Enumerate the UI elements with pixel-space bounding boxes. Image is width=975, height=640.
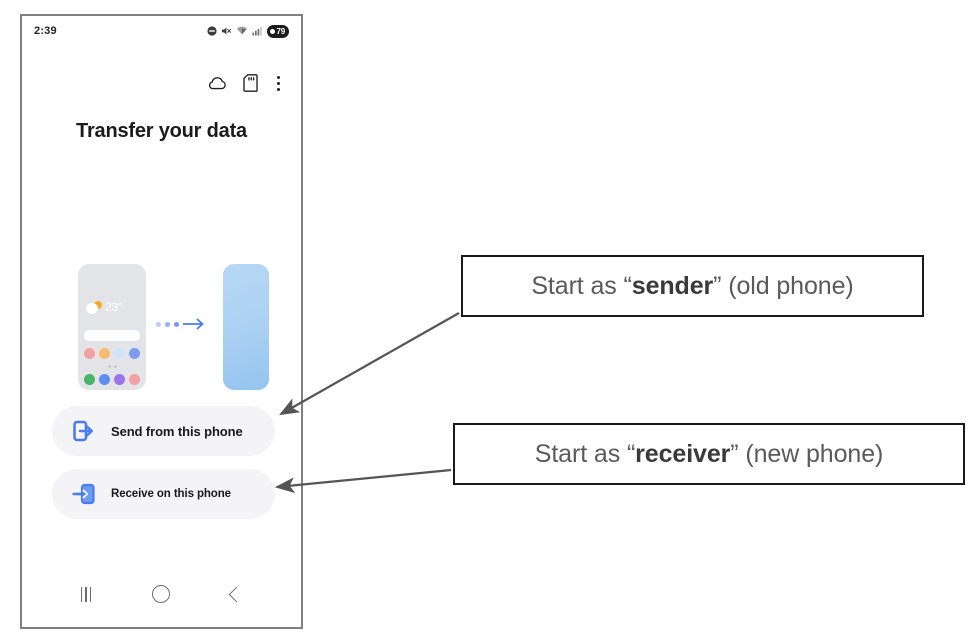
arrow-right-icon [183,318,204,330]
receive-on-this-phone-button[interactable]: Receive on this phone [52,469,275,519]
old-phone-graphic: 23° [78,264,146,390]
app-dot [99,348,110,359]
sd-card-icon[interactable] [243,74,258,92]
weather-temperature: 23° [105,300,123,314]
transfer-dot [165,321,170,327]
send-from-this-phone-button[interactable]: Send from this phone [52,406,275,456]
sun-cloud-icon [86,300,102,314]
back-icon[interactable] [229,586,245,602]
signal-icon [251,27,262,36]
annotation-sender: Start as “sender” (old phone) [461,255,924,317]
transfer-dot [174,321,179,327]
receive-button-label: Receive on this phone [111,488,231,500]
app-dot [84,348,95,359]
arrow-to-send-button [279,312,460,416]
app-icon-row [84,348,140,359]
battery-icon: 79 [266,24,289,38]
transfer-dot [156,321,161,327]
recents-icon[interactable] [80,586,92,602]
battery-level: 79 [276,26,286,36]
annotation-receiver-text: Start as “receiver” (new phone) [534,439,884,468]
app-dot [99,374,110,385]
wifi-icon [236,26,247,35]
app-dot [114,348,125,359]
receive-in-icon [72,483,95,505]
android-nav-bar [22,577,301,611]
dnd-icon [206,26,217,36]
page-title: Transfer your data [76,120,247,142]
cloud-icon[interactable] [207,76,227,91]
arrow-to-receive-button [274,468,452,494]
phone-screenshot-frame: 2:39 79 [20,14,303,629]
annotation-sender-text: Start as “sender” (old phone) [531,271,854,300]
page-indicator-dots [78,365,146,368]
status-bar-icons: 79 [206,24,289,38]
transfer-arrow-indicator [156,318,205,330]
new-phone-graphic [223,264,269,390]
app-bar [22,62,301,104]
weather-widget: 23° [86,300,123,314]
app-icon-row [84,374,140,385]
send-out-icon [73,420,93,442]
mute-icon [221,27,231,35]
annotation-receiver: Start as “receiver” (new phone) [453,423,965,485]
status-bar-time: 2:39 [34,25,57,37]
app-dot [84,374,95,385]
send-button-label: Send from this phone [111,423,243,439]
app-dot [114,374,125,385]
transfer-illustration: 23° [58,254,269,400]
app-dot [129,374,140,385]
status-bar: 2:39 79 [22,16,301,46]
search-pill-graphic [84,330,140,341]
overflow-menu-icon[interactable] [274,74,283,93]
home-icon[interactable] [152,585,171,603]
app-dot [129,348,140,359]
